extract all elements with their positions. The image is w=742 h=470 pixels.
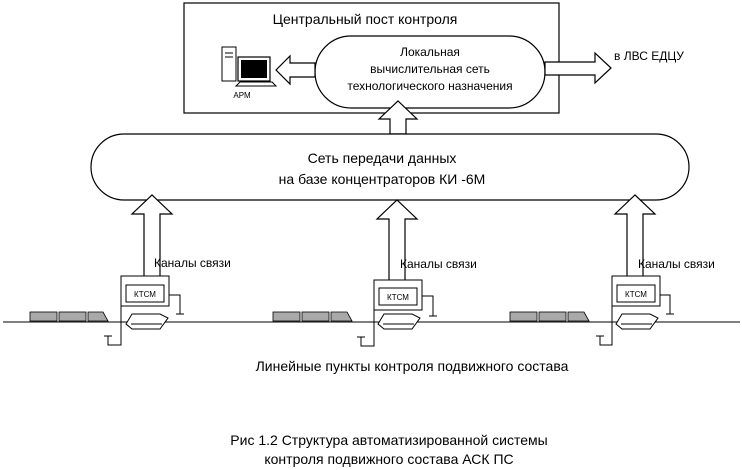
network-to-post-arrow (377, 100, 419, 135)
local-network-line-2: вычислительная сеть (370, 62, 490, 76)
wagon (538, 311, 567, 322)
sensor-wire (360, 310, 375, 347)
rail-sensor-icon (615, 313, 659, 330)
external-link-arrow (544, 51, 612, 85)
channels-arrow-3 (613, 194, 657, 287)
figure-caption-line-1: Рис 1.2 Структура автоматизированной сис… (230, 432, 547, 448)
figure-caption-line-2: контроля подвижного состава АСК ПС (264, 451, 513, 467)
line-point-1: КТСМ Каналы связи (29, 194, 231, 346)
ground-wire (422, 295, 434, 316)
workstation-label: АРМ (233, 91, 251, 100)
sensor-wire (599, 306, 613, 346)
wagon (272, 311, 301, 322)
external-link-label: в ЛВС ЕДЦУ (614, 49, 684, 63)
ktsm-device-inner (616, 284, 656, 303)
channels-label-2: Каналы связи (400, 257, 477, 271)
line-point-3: КТСМ Каналы связи (509, 194, 715, 346)
channels-arrow-2 (375, 199, 419, 292)
ktsm-label: КТСМ (134, 290, 156, 299)
data-network-node (90, 133, 690, 201)
line-point-2: КТСМ Каналы связи (272, 199, 477, 347)
ground-wire (660, 294, 671, 314)
rail-sensor-icon (125, 313, 169, 330)
ground-wire (169, 294, 181, 314)
local-network-line-1: Локальная (400, 45, 460, 59)
data-network-line-1: Сеть передачи данных (308, 150, 457, 166)
ktsm-label: КТСМ (387, 293, 409, 302)
wagon (330, 311, 353, 322)
line-points-caption: Линейные пункты контроля подвижного сост… (256, 358, 569, 374)
data-network-line-2: на базе концентраторов КИ -6М (279, 171, 486, 187)
sensor-wire (107, 306, 122, 346)
channels-arrow-1 (130, 194, 174, 287)
ktsm-label: КТСМ (625, 290, 647, 299)
ktsm-device-inner (125, 284, 165, 303)
local-network-line-3: технологического назначения (347, 79, 512, 93)
central-post-title: Центральный пост контроля (273, 11, 458, 27)
wagon (29, 311, 58, 322)
wagon (509, 311, 538, 322)
rail-sensor-icon (377, 313, 421, 330)
wagon (87, 311, 109, 322)
wagon (567, 311, 590, 322)
workstation-computer-icon (221, 46, 278, 87)
workstation-lan-arrow (275, 54, 316, 86)
channels-label-1: Каналы связи (154, 256, 231, 270)
ktsm-device-inner (378, 287, 418, 306)
channels-label-3: Каналы связи (638, 257, 715, 271)
wagon (58, 311, 87, 322)
wagon (301, 311, 330, 322)
